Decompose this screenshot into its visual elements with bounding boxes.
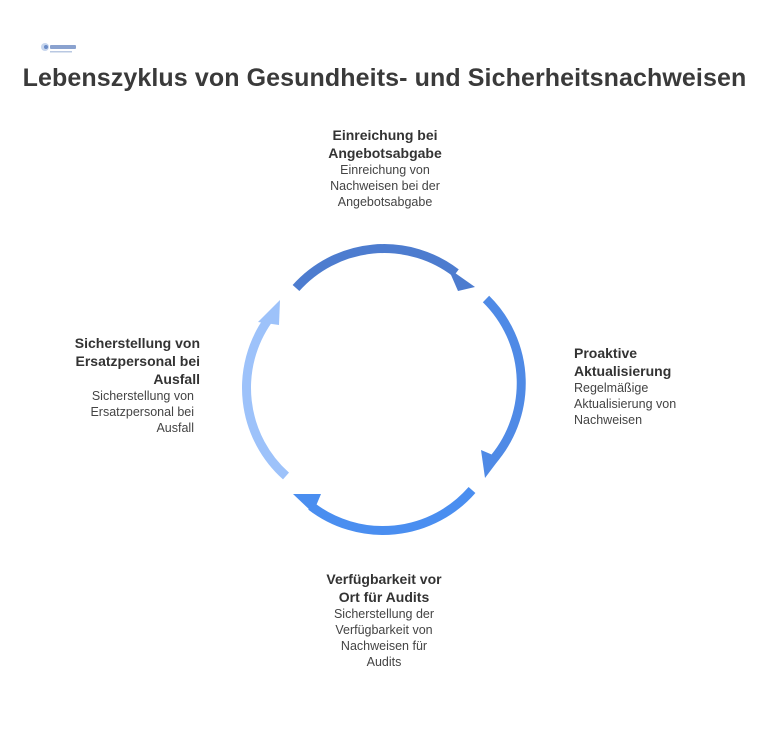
step-description: Einreichung von Nachweisen bei der Angeb…	[330, 163, 440, 209]
step-proaktive-aktualisierung: Proaktive Aktualisierung Regelmäßige Akt…	[574, 344, 734, 428]
step-heading: Sicherstellung von Ersatzpersonal bei Au…	[74, 335, 200, 387]
step-einreichung: Einreichung bei Angebotsabgabe Einreichu…	[300, 126, 470, 210]
step-description: Sicherstellung der Verfügbarkeit von Nac…	[333, 607, 435, 669]
step-description: Sicherstellung von Ersatzpersonal bei Au…	[90, 389, 194, 435]
arrowhead-bottom	[293, 494, 321, 513]
arc-top	[292, 244, 459, 291]
step-heading: Einreichung bei Angebotsabgabe	[328, 127, 442, 161]
step-heading: Proaktive Aktualisierung	[574, 345, 672, 379]
arc-bottom	[308, 487, 476, 535]
arc-left	[242, 317, 289, 480]
arrowhead-left	[258, 300, 280, 325]
step-description: Regelmäßige Aktualisierung von Nachweise…	[574, 381, 677, 427]
arc-right	[482, 295, 526, 466]
step-ersatzpersonal: Sicherstellung von Ersatzpersonal bei Au…	[50, 334, 200, 436]
brand-logo-icon	[41, 43, 76, 53]
page-title: Lebenszyklus von Gesundheits- und Sicher…	[22, 64, 747, 92]
step-heading: Verfügbarkeit vor Ort für Audits	[326, 571, 442, 605]
arrowhead-right	[481, 450, 500, 478]
brand-logo	[40, 41, 80, 55]
step-verfuegbarkeit-audits: Verfügbarkeit vor Ort für Audits Sichers…	[296, 570, 472, 670]
arrowhead-top	[448, 268, 475, 291]
